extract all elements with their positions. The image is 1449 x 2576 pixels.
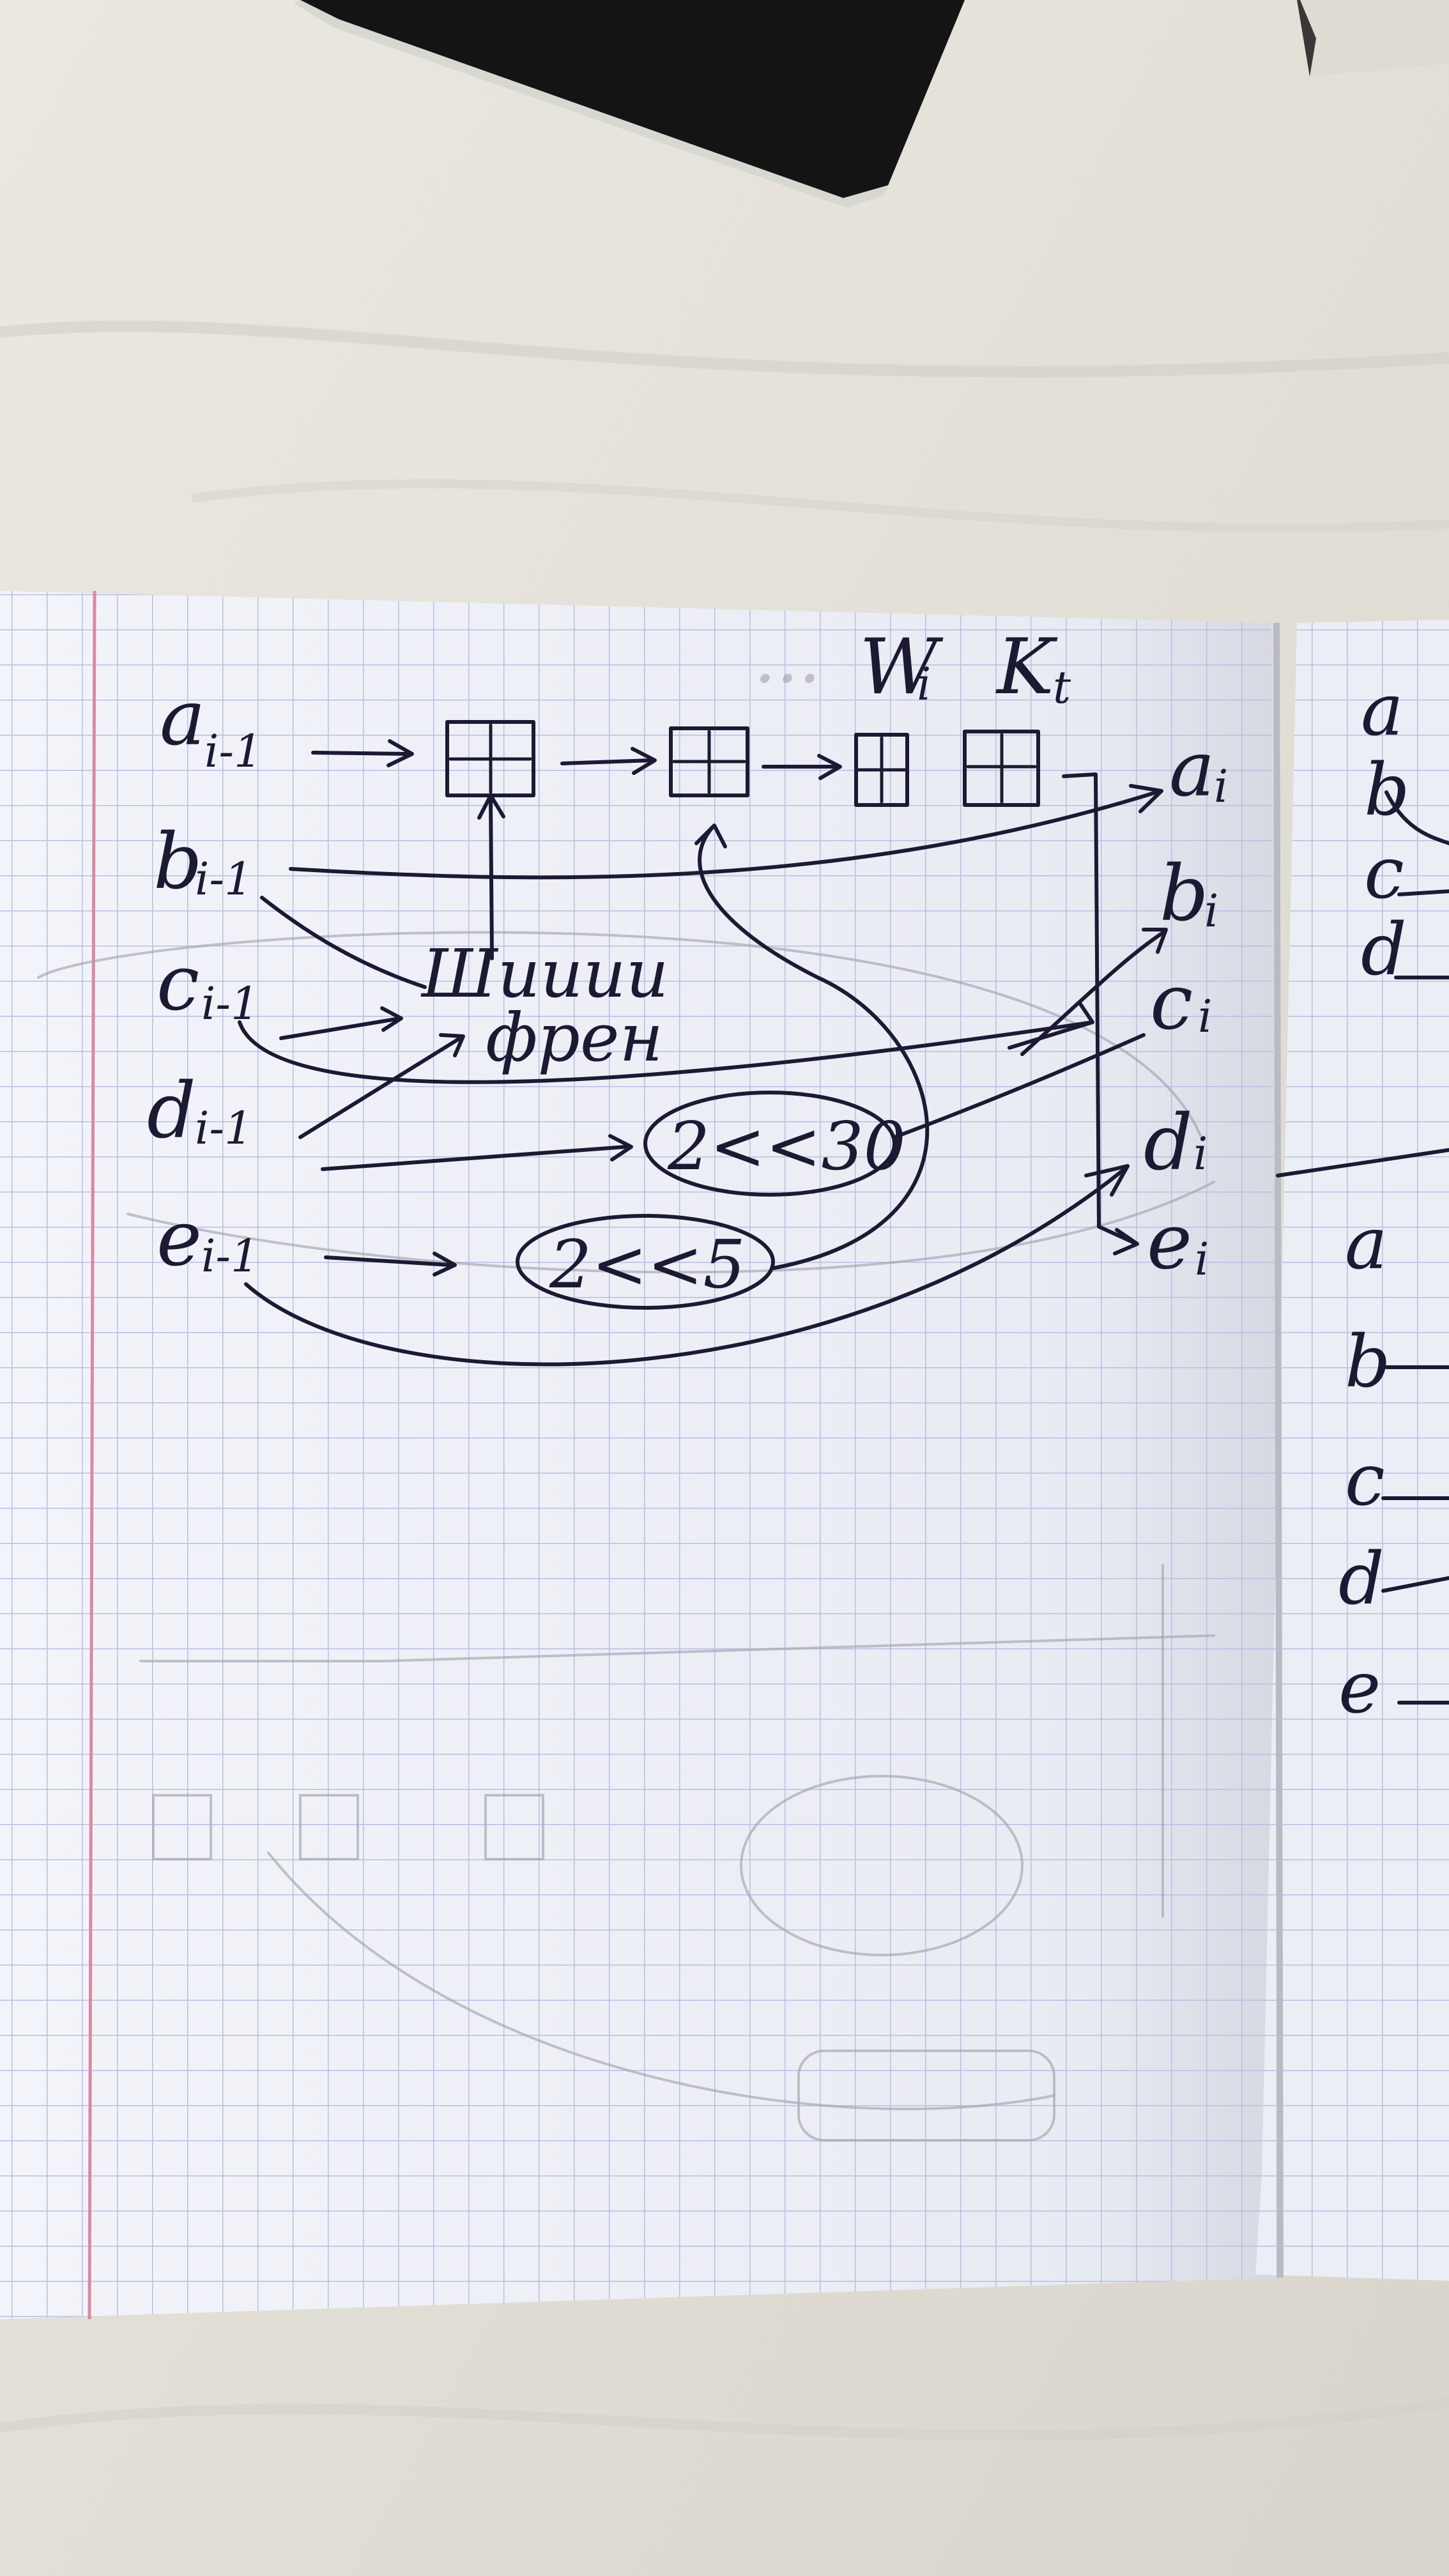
ghost-text: ··· bbox=[754, 638, 821, 719]
ghost-pencil-drawing: ··· bbox=[37, 638, 1215, 2142]
input-c-base: c bbox=[157, 939, 199, 1028]
output-b-sub: i bbox=[1204, 885, 1218, 937]
key-subscript: t bbox=[1053, 661, 1071, 714]
right-notebook-page bbox=[1255, 620, 1449, 2281]
output-e-base: e bbox=[1147, 1198, 1192, 1287]
rotation-label-5: 2<<5 bbox=[549, 1225, 746, 1303]
output-labels: a i b i c i d i e i bbox=[1144, 725, 1228, 1287]
input-d-sub: i-1 bbox=[195, 1102, 253, 1154]
output-b-base: b bbox=[1160, 850, 1209, 939]
right-letter-9: e bbox=[1338, 1646, 1381, 1729]
output-c-sub: i bbox=[1198, 990, 1212, 1043]
right-letter-8: d bbox=[1338, 1538, 1384, 1621]
output-e-sub: i bbox=[1195, 1233, 1209, 1285]
fabric-fold bbox=[191, 479, 1449, 533]
adder-box-3 bbox=[854, 733, 909, 807]
input-b-base: b bbox=[153, 818, 203, 907]
output-a-sub: i bbox=[1214, 760, 1228, 813]
input-e-base: e bbox=[157, 1195, 202, 1284]
rotation-oval-30: 2<<30 bbox=[643, 1091, 906, 1197]
input-b-sub: i-1 bbox=[195, 853, 253, 905]
output-c-base: c bbox=[1150, 958, 1193, 1047]
key-label: K bbox=[995, 623, 1058, 712]
rotation-label-30: 2<<30 bbox=[667, 1107, 906, 1185]
weight-label: W bbox=[859, 623, 944, 712]
output-a-base: a bbox=[1169, 725, 1215, 814]
output-d-base: d bbox=[1144, 1099, 1193, 1188]
top-labels: W i K t bbox=[859, 623, 1071, 714]
function-label-2: френ bbox=[486, 999, 663, 1077]
top-right-notebook bbox=[1297, 0, 1449, 77]
input-labels: a i-1 b i-1 c i-1 d i-1 e i-1 bbox=[147, 674, 263, 1284]
rotation-oval-5: 2<<5 bbox=[516, 1214, 775, 1310]
input-c-sub: i-1 bbox=[201, 977, 259, 1030]
right-letter-1: a bbox=[1361, 669, 1404, 752]
margin-line bbox=[88, 590, 96, 2320]
output-d-sub: i bbox=[1193, 1128, 1208, 1180]
fabric-fold bbox=[0, 2397, 1449, 2441]
input-a-sub: i-1 bbox=[204, 725, 263, 778]
function-label-1: Шииии bbox=[420, 935, 669, 1013]
weight-subscript: i bbox=[917, 658, 931, 710]
right-letter-6: b bbox=[1345, 1321, 1391, 1404]
adder-box-4 bbox=[963, 730, 1040, 807]
right-letter-5: a bbox=[1345, 1202, 1388, 1285]
fabric-fold bbox=[0, 320, 1449, 378]
input-d-base: d bbox=[147, 1067, 196, 1156]
right-letter-7: c bbox=[1345, 1439, 1385, 1522]
adder-boxes bbox=[445, 720, 1040, 807]
input-e-sub: i-1 bbox=[201, 1230, 259, 1282]
input-a-base: a bbox=[160, 674, 206, 763]
right-page-letters: a b c d a b c d e bbox=[1276, 669, 1449, 1729]
left-notebook-page bbox=[0, 590, 1279, 2320]
right-letter-3: c bbox=[1364, 832, 1404, 915]
diagram-arrows bbox=[238, 739, 1168, 1367]
adder-box-2 bbox=[669, 726, 749, 797]
black-device bbox=[294, 0, 965, 208]
